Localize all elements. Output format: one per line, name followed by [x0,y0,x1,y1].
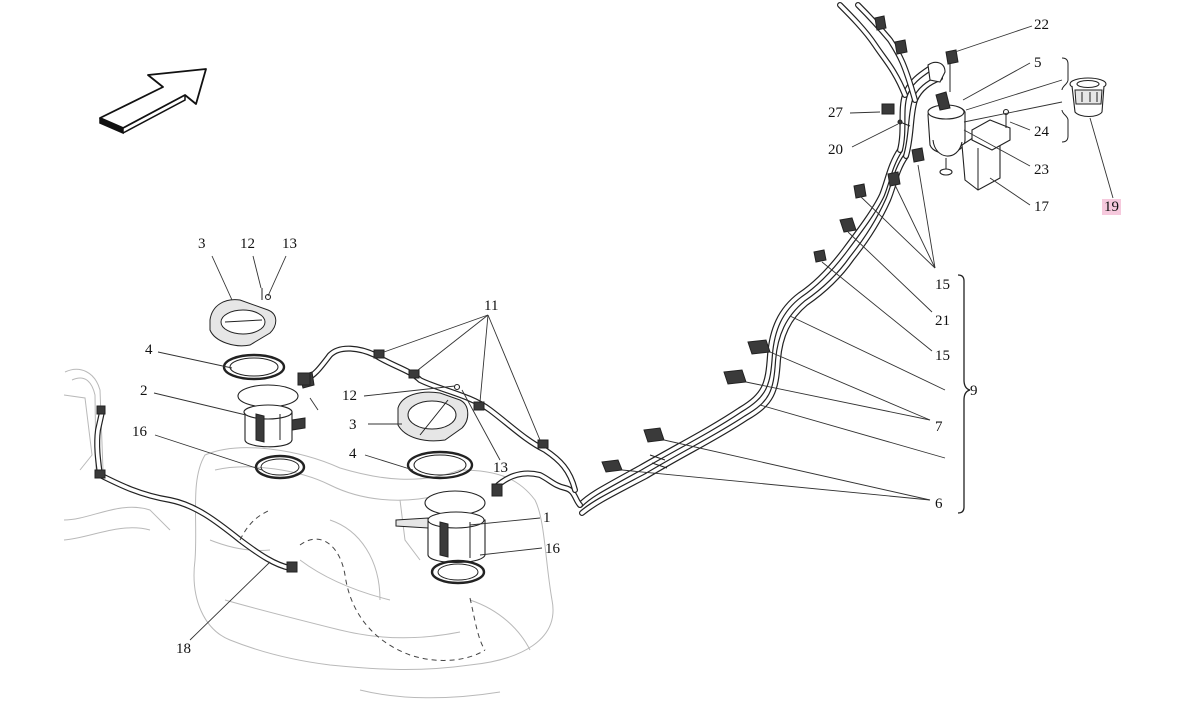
callout-18[interactable]: 18 [176,641,191,657]
callout-3-left[interactable]: 3 [198,236,206,252]
fuel-filter-19 [1069,77,1107,118]
callout-13-left[interactable]: 13 [282,236,297,252]
callout-27[interactable]: 27 [828,105,843,121]
direction-arrow-icon [99,68,207,135]
callout-20[interactable]: 20 [828,142,843,158]
fuel-lines [94,2,943,571]
callout-1[interactable]: 1 [543,510,551,526]
callout-16-left[interactable]: 16 [132,424,147,440]
callout-7[interactable]: 7 [935,419,943,435]
fuel-pump-centre [395,383,486,585]
callout-23[interactable]: 23 [1034,162,1049,178]
callout-4-left[interactable]: 4 [145,342,153,358]
callout-24[interactable]: 24 [1034,124,1049,140]
callout-16-centre[interactable]: 16 [545,541,560,557]
fuel-pump-left [209,288,315,480]
fuel-filter-assembly [874,15,1011,191]
callout-15-mid[interactable]: 15 [935,348,950,364]
callout-6[interactable]: 6 [935,496,943,512]
callout-9[interactable]: 9 [970,383,978,399]
callout-12-left[interactable]: 12 [240,236,255,252]
callout-22[interactable]: 22 [1034,17,1049,33]
group-bracket-5 [1061,57,1069,143]
main-line-clips [601,147,925,473]
tank-internal-lines [239,509,486,661]
callout-3-centre[interactable]: 3 [349,417,357,433]
line-clips [94,349,549,573]
callout-11[interactable]: 11 [484,298,499,314]
callout-13-centre[interactable]: 13 [493,460,508,476]
leader-lines [153,25,1114,641]
callout-12-centre[interactable]: 12 [342,388,357,404]
callout-5[interactable]: 5 [1034,55,1042,71]
callout-15-top[interactable]: 15 [935,277,950,293]
callout-21[interactable]: 21 [935,313,950,329]
vehicle-frame-ghost [63,368,171,541]
fuel-tank-ghost [193,447,554,699]
callout-19[interactable]: 19 [1102,199,1121,215]
callout-4-centre[interactable]: 4 [349,446,357,462]
callout-2[interactable]: 2 [140,383,148,399]
group-bracket-9 [957,274,971,514]
callout-17[interactable]: 17 [1034,199,1049,215]
